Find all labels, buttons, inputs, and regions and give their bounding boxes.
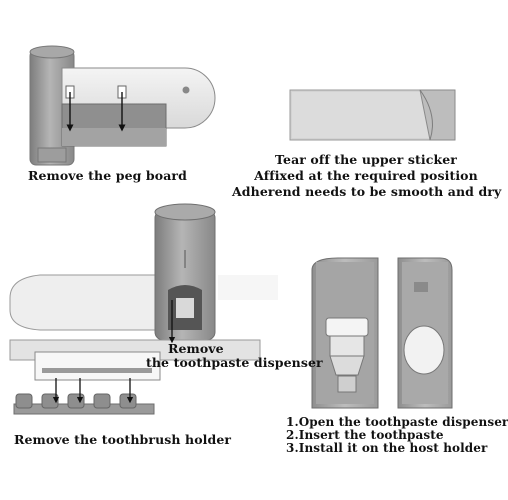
peg-board-caption: Remove the peg board xyxy=(28,168,187,183)
sticker-line-2: Affixed at the required position xyxy=(254,168,478,183)
dispenser-caption-line1: Remove xyxy=(168,341,224,356)
install-step-2: 2.Insert the toothpaste xyxy=(286,428,444,442)
sticker-illustration xyxy=(289,89,456,141)
toothbrush-holder-comb xyxy=(13,393,155,415)
peg-board-illustration xyxy=(29,45,216,166)
sticker-line-1: Tear off the upper sticker xyxy=(275,152,457,167)
open-dispenser-illustration xyxy=(311,257,453,409)
dispenser-holder-illustration xyxy=(9,203,278,415)
install-step-1: 1.Open the toothpaste dispenser xyxy=(286,415,508,429)
toothbrush-holder-caption: Remove the toothbrush holder xyxy=(14,432,232,447)
install-step-3: 3.Install it on the host holder xyxy=(286,441,488,455)
dispenser-caption-line2: the toothpaste dispenser xyxy=(146,355,323,370)
sticker-line-3: Adherend needs to be smooth and dry xyxy=(232,184,502,199)
